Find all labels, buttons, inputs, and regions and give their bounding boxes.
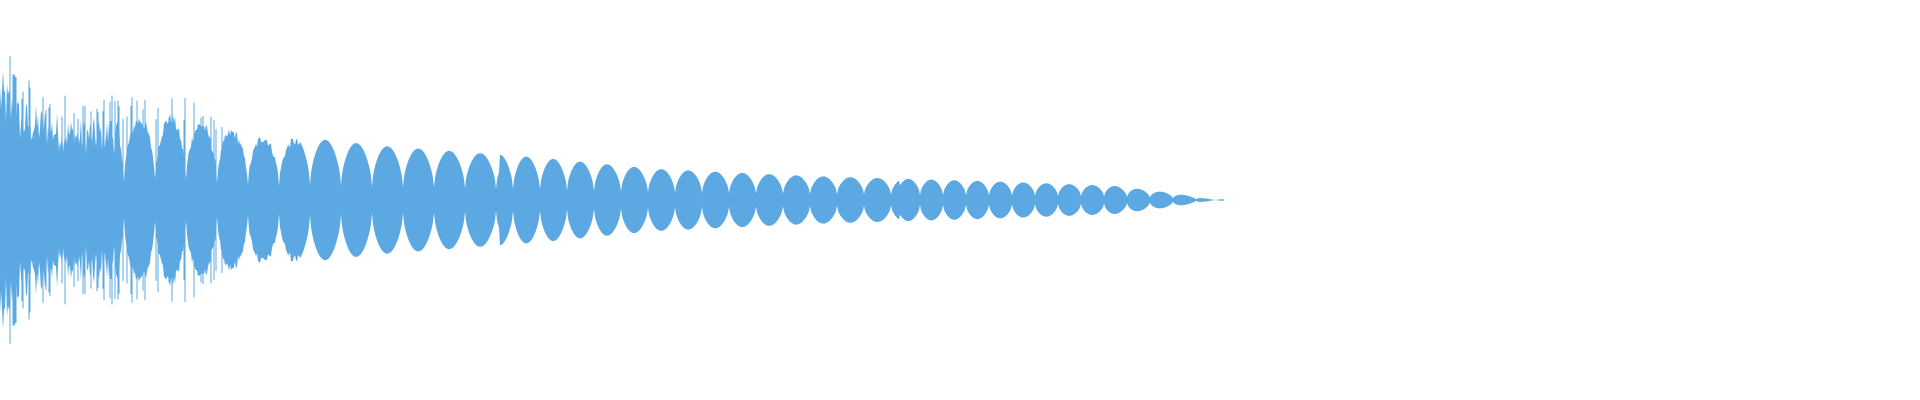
waveform-trace bbox=[0, 56, 1224, 344]
waveform-shape bbox=[0, 70, 1224, 330]
